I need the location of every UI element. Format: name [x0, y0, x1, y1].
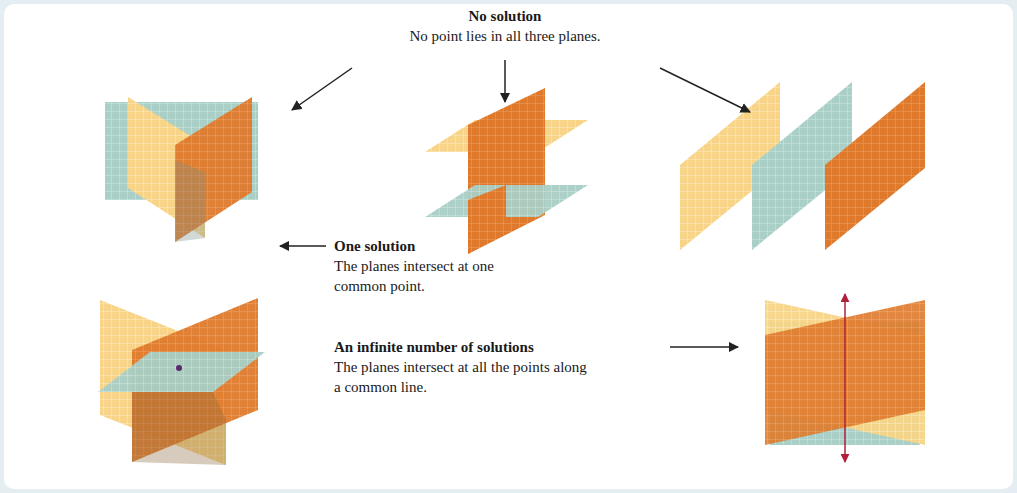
callout-heading: One solution [334, 236, 524, 256]
callout-heading: No solution [355, 6, 655, 26]
planes-prism [105, 97, 258, 242]
leader-arrows [280, 60, 750, 347]
planes-common-line [765, 294, 925, 462]
planes-one-point [98, 298, 265, 465]
callout-heading: An infinite number of solutions [334, 337, 634, 357]
planes-parallel-pair [425, 88, 588, 254]
planes-all-parallel [680, 82, 925, 250]
callout-text: The planes intersect at all the points a… [334, 357, 596, 397]
callout-text: The planes intersect at one common point… [334, 256, 524, 296]
callout-text: No point lies in all three planes. [325, 26, 685, 46]
